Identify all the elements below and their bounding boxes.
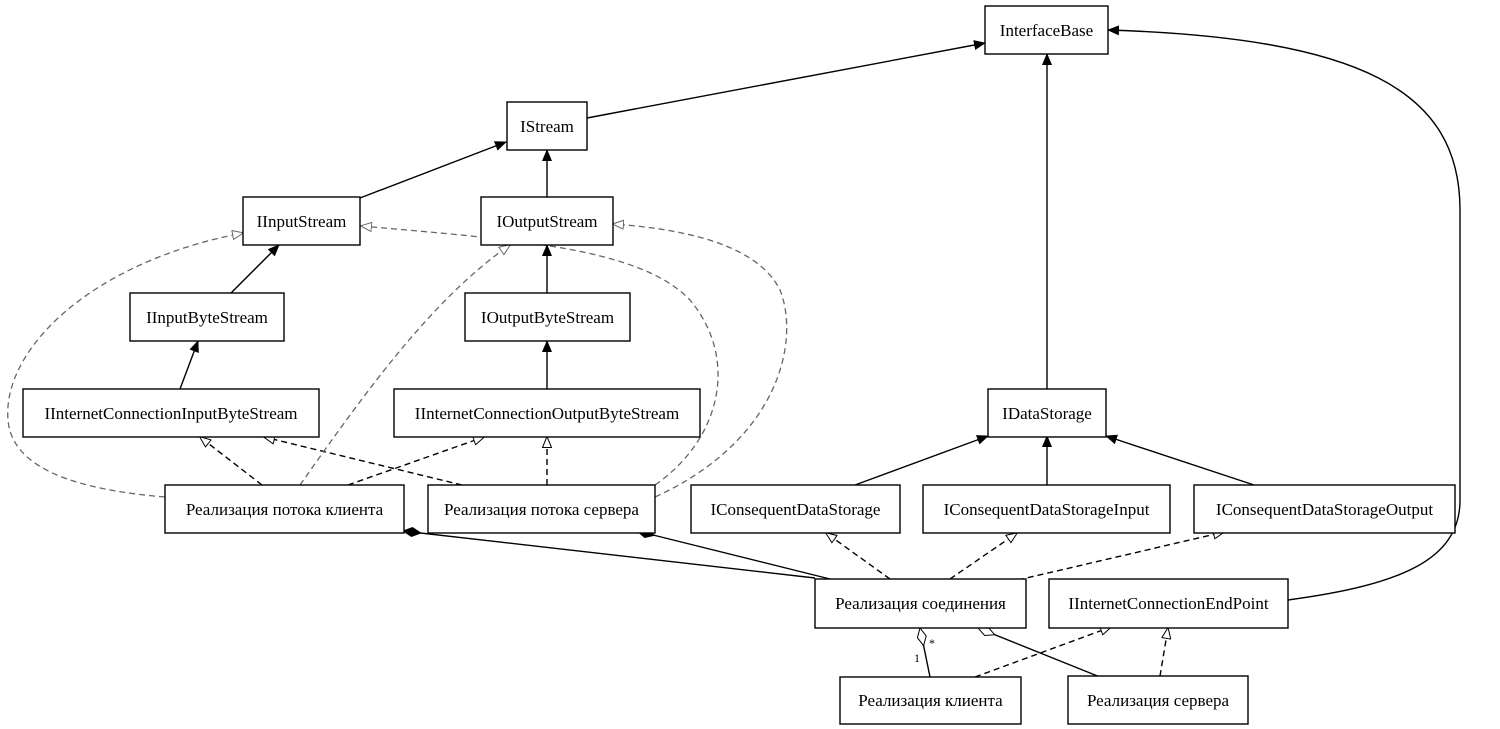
class-client-stream-impl-label: Реализация потока клиента <box>186 500 384 519</box>
edge-aggregation-connection-clientimpl <box>920 628 931 678</box>
class-iconsequentdatastorageoutput[interactable]: IConsequentDataStorageOutput <box>1193 484 1456 534</box>
class-ioutputbytestream[interactable]: IOutputByteStream <box>464 292 631 342</box>
class-connection-impl-label: Реализация соединения <box>835 594 1006 613</box>
class-idatastorage[interactable]: IDataStorage <box>987 388 1107 438</box>
class-iinternetconnectionendpoint-label: IInternetConnectionEndPoint <box>1068 594 1268 613</box>
edge-clientstream-to-inetinput <box>200 437 263 486</box>
edge-connection-to-iconseq <box>826 533 891 580</box>
class-iinputstream-label: IInputStream <box>257 212 347 231</box>
class-connection-impl[interactable]: Реализация соединения <box>814 578 1027 629</box>
class-ioutputstream-label: IOutputStream <box>496 212 597 231</box>
edge-inetinput-to-iinputbytestream <box>179 340 199 390</box>
class-ioutputstream[interactable]: IOutputStream <box>480 196 614 246</box>
class-server-impl[interactable]: Реализация сервера <box>1067 675 1249 725</box>
class-iinputbytestream[interactable]: IInputByteStream <box>129 292 285 342</box>
class-interfacebase[interactable]: InterfaceBase <box>984 5 1109 55</box>
edge-iconseqoutput-to-idatastorage <box>1105 434 1255 486</box>
class-iinternetconnectionendpoint[interactable]: IInternetConnectionEndPoint <box>1048 578 1289 629</box>
class-client-impl-label: Реализация клиента <box>858 691 1003 710</box>
edge-serverstream-to-inetinput <box>264 437 463 486</box>
edge-clientstream-to-iinputstream <box>7 233 243 498</box>
edge-serverimpl-to-endpoint <box>1159 628 1168 677</box>
class-client-impl[interactable]: Реализация клиента <box>839 676 1022 725</box>
class-istream-label: IStream <box>520 117 574 136</box>
edge-iinputstream-to-istream <box>359 141 507 199</box>
class-iconsequentdatastorageinput-label: IConsequentDataStorageInput <box>944 500 1150 519</box>
edge-connection-to-iconseqinput <box>949 533 1017 580</box>
class-istream[interactable]: IStream <box>506 101 588 151</box>
class-interfacebase-label: InterfaceBase <box>1000 21 1093 40</box>
multiplicity-client-many: * <box>929 636 935 650</box>
class-ioutputbytestream-label: IOutputByteStream <box>481 308 614 327</box>
edge-endpoint-to-interfacebase <box>1107 25 1461 601</box>
edge-clientstream-to-ioutputstream <box>299 245 510 486</box>
edge-istream-to-interfacebase <box>586 40 986 119</box>
class-iconsequentdatastorage[interactable]: IConsequentDataStorage <box>690 484 901 534</box>
edge-composition-connection-serverstream <box>636 528 831 580</box>
edges <box>7 25 1461 678</box>
edge-aggregation-connection-serverimpl <box>978 628 1101 678</box>
class-iinputstream[interactable]: IInputStream <box>242 196 361 246</box>
class-iconsequentdatastorage-label: IConsequentDataStorage <box>711 500 881 519</box>
class-server-stream-impl[interactable]: Реализация потока сервера <box>427 484 656 534</box>
edge-iinputbytestream-to-iinputstream <box>230 244 280 294</box>
edge-serverstream-to-iinputstream <box>361 226 719 486</box>
edge-connection-to-iconseqoutput <box>1017 532 1224 581</box>
edge-clientstream-to-inetoutput <box>347 437 484 486</box>
class-iinputbytestream-label: IInputByteStream <box>146 308 268 327</box>
class-server-impl-label: Реализация сервера <box>1087 691 1230 710</box>
edge-iconseq-to-idatastorage <box>854 435 989 486</box>
class-iconsequentdatastorageinput[interactable]: IConsequentDataStorageInput <box>922 484 1171 534</box>
class-iconsequentdatastorageoutput-label: IConsequentDataStorageOutput <box>1216 500 1433 519</box>
class-server-stream-impl-label: Реализация потока сервера <box>444 500 639 519</box>
class-iinternetconnectioninputbytestream[interactable]: IInternetConnectionInputByteStream <box>22 388 320 438</box>
multiplicity-client-one: 1 <box>914 651 920 665</box>
class-idatastorage-label: IDataStorage <box>1002 404 1092 423</box>
class-iinternetconnectionoutputbytestream-label: IInternetConnectionOutputByteStream <box>415 404 679 423</box>
class-iinternetconnectioninputbytestream-label: IInternetConnectionInputByteStream <box>44 404 297 423</box>
edge-clientimpl-to-endpoint <box>974 627 1111 678</box>
class-client-stream-impl[interactable]: Реализация потока клиента <box>164 484 405 534</box>
edge-composition-connection-clientstream <box>402 527 816 579</box>
nodes: InterfaceBase IStream IInputStream IOutp… <box>22 5 1456 725</box>
class-iinternetconnectionoutputbytestream[interactable]: IInternetConnectionOutputByteStream <box>393 388 701 438</box>
edge-serverstream-to-ioutputstream <box>613 224 788 498</box>
